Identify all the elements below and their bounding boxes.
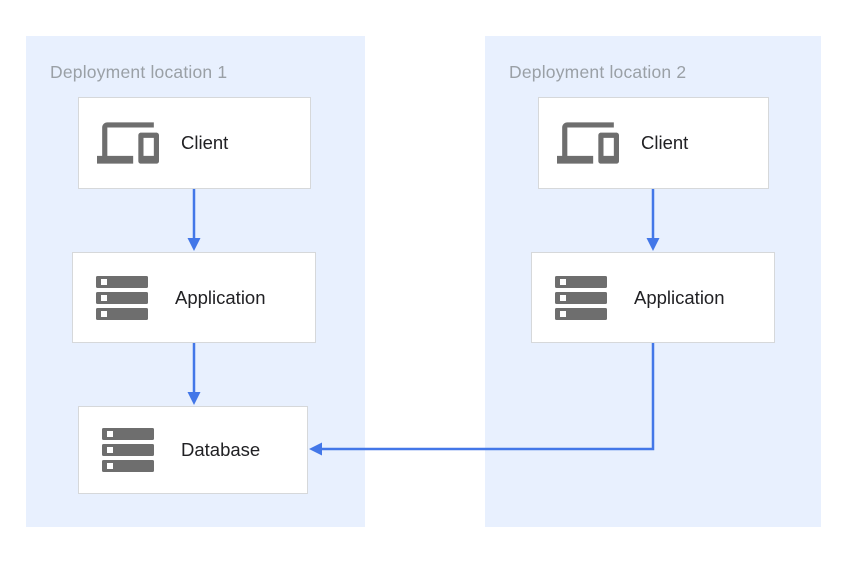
- panel-title: Deployment location 1: [50, 62, 228, 82]
- server-stack-icon: [97, 428, 159, 472]
- node-database-1: Database: [78, 406, 308, 494]
- node-client-2: Client: [538, 97, 769, 189]
- node-application-1: Application: [72, 252, 316, 343]
- devices-icon: [97, 112, 159, 174]
- panel-title: Deployment location 2: [509, 62, 687, 82]
- node-label: Application: [634, 286, 725, 308]
- node-application-2: Application: [531, 252, 775, 343]
- node-client-1: Client: [78, 97, 311, 189]
- node-label: Database: [181, 439, 261, 460]
- devices-icon: [557, 112, 619, 174]
- node-label: Client: [641, 132, 689, 153]
- server-stack-icon: [91, 275, 153, 320]
- deployment-location-2-panel: Deployment location 2 Client A: [485, 36, 821, 527]
- node-label: Application: [175, 286, 266, 308]
- deployment-location-1-panel: Deployment location 1 Client A: [26, 36, 365, 527]
- node-label: Client: [181, 132, 229, 153]
- server-stack-icon: [550, 275, 612, 320]
